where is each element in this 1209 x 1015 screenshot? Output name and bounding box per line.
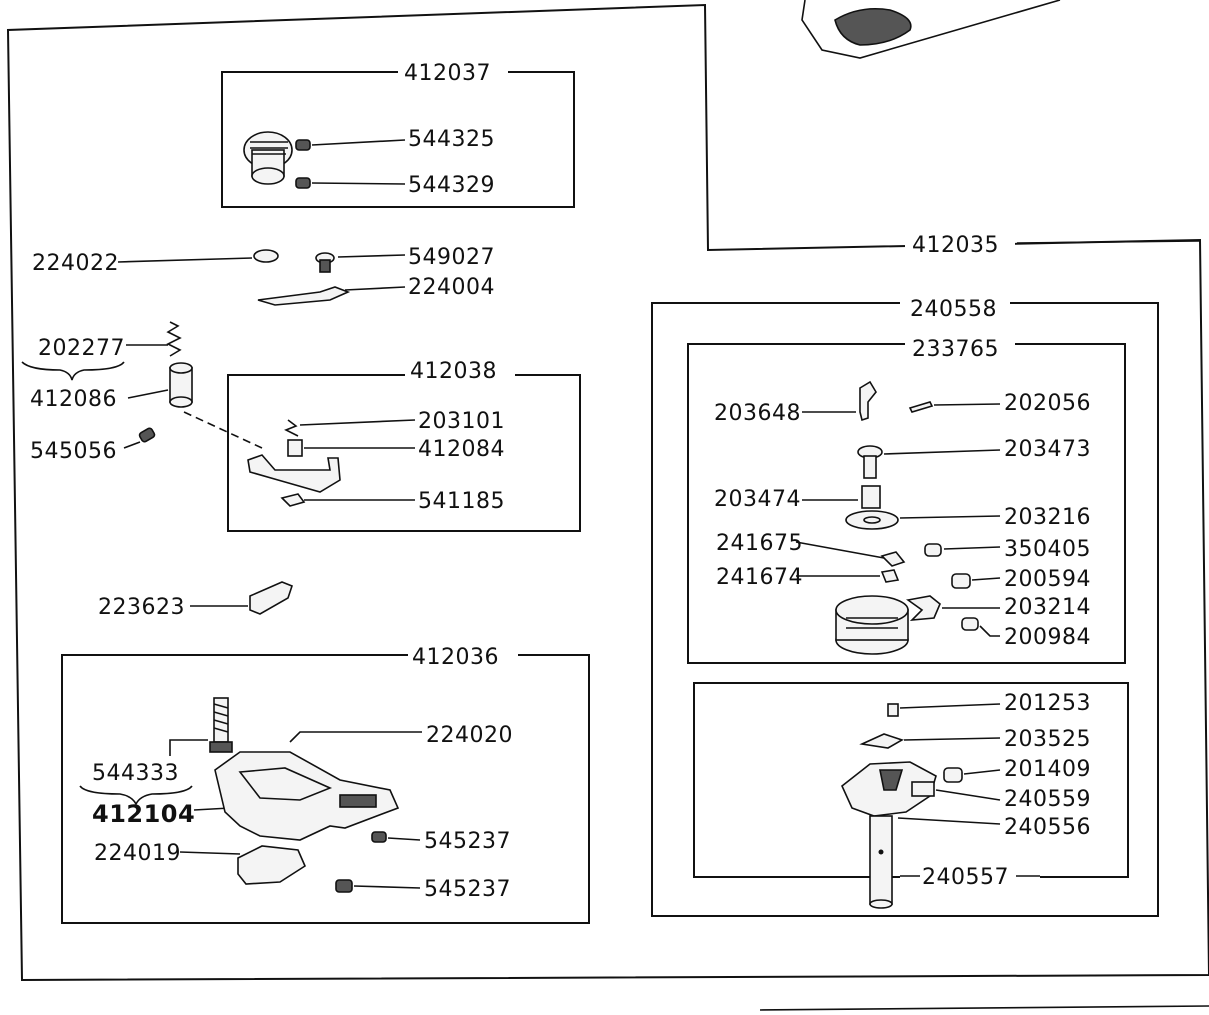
link-223623-icon bbox=[249, 581, 293, 615]
label-203214: 203214 bbox=[1004, 595, 1091, 620]
screw-203473-icon bbox=[857, 445, 883, 479]
label-203648: 203648 bbox=[714, 401, 801, 426]
hook-240556-icon bbox=[841, 761, 937, 817]
label-544329: 544329 bbox=[408, 173, 495, 198]
label-201253: 201253 bbox=[1004, 691, 1091, 716]
label-224019: 224019 bbox=[94, 841, 181, 866]
shaft-240557-icon bbox=[869, 815, 893, 909]
label-200984: 200984 bbox=[1004, 625, 1091, 650]
label-412084: 412084 bbox=[418, 437, 505, 462]
label-203473: 203473 bbox=[1004, 437, 1091, 462]
spring-241674-icon bbox=[880, 569, 900, 583]
label-240557: 240557 bbox=[922, 865, 1009, 890]
label-544333: 544333 bbox=[92, 761, 179, 786]
pin-202056-icon bbox=[908, 401, 934, 413]
label-202056: 202056 bbox=[1004, 391, 1091, 416]
label-203216: 203216 bbox=[1004, 505, 1091, 530]
label-224004: 224004 bbox=[408, 275, 495, 300]
screw-201409-icon bbox=[943, 767, 963, 783]
screw-544329-icon bbox=[295, 177, 311, 189]
screw-545237b-icon bbox=[335, 879, 353, 893]
label-412036: 412036 bbox=[412, 645, 499, 670]
label-412038: 412038 bbox=[410, 359, 497, 384]
screw-545237a-icon bbox=[371, 831, 387, 843]
label-241675: 241675 bbox=[716, 531, 803, 556]
washer-224022-icon bbox=[253, 249, 279, 263]
dashed-link bbox=[183, 411, 263, 449]
label-412104: 412104 bbox=[92, 800, 195, 828]
label-545056: 545056 bbox=[30, 439, 117, 464]
foot-224019-icon bbox=[237, 845, 307, 885]
label-412086: 412086 bbox=[30, 387, 117, 412]
spring-203101-icon bbox=[284, 419, 299, 437]
label-544325: 544325 bbox=[408, 127, 495, 152]
label-240559: 240559 bbox=[1004, 787, 1091, 812]
screw-200984-icon bbox=[961, 617, 979, 631]
box-412036 bbox=[61, 654, 590, 924]
label-545237-b: 545237 bbox=[424, 877, 511, 902]
label-412037: 412037 bbox=[404, 61, 491, 86]
outer-frame bbox=[6, 3, 1209, 982]
hook-203648-icon bbox=[859, 380, 877, 422]
base-412104-icon bbox=[214, 751, 400, 841]
lever-412038-icon bbox=[247, 454, 341, 493]
spring-203525-icon bbox=[859, 733, 904, 749]
label-203101: 203101 bbox=[418, 409, 505, 434]
spring-202277-icon bbox=[166, 321, 182, 357]
label-203474: 203474 bbox=[714, 487, 801, 512]
label-202277: 202277 bbox=[38, 336, 125, 361]
plate-224004-icon bbox=[257, 286, 351, 306]
label-203525: 203525 bbox=[1004, 727, 1091, 752]
label-201409: 201409 bbox=[1004, 757, 1091, 782]
bracket-544333 bbox=[79, 785, 193, 806]
washer-541185-icon bbox=[280, 493, 306, 507]
screw-545056-icon bbox=[138, 427, 156, 443]
screw-200594-icon bbox=[951, 573, 971, 589]
label-350405: 350405 bbox=[1004, 537, 1091, 562]
hook-body-233765-icon bbox=[835, 595, 909, 655]
screw-544325-icon bbox=[295, 139, 311, 151]
label-240556: 240556 bbox=[1004, 815, 1091, 840]
label-200594: 200594 bbox=[1004, 567, 1091, 592]
label-241674: 241674 bbox=[716, 565, 803, 590]
spring-241675-icon bbox=[880, 551, 906, 567]
corner-fragment-illustration bbox=[801, 0, 1061, 59]
bottom-rule bbox=[759, 1005, 1209, 1011]
washer-203216-icon bbox=[845, 510, 899, 530]
gear-part-icon bbox=[243, 131, 293, 185]
spring-203474-icon bbox=[861, 485, 881, 509]
bracket-202277 bbox=[21, 361, 125, 381]
label-240558: 240558 bbox=[910, 297, 997, 322]
label-541185: 541185 bbox=[418, 489, 505, 514]
screw-350405-icon bbox=[924, 543, 942, 557]
label-545237-a: 545237 bbox=[424, 829, 511, 854]
label-233765: 233765 bbox=[912, 337, 999, 362]
screw-201253-icon bbox=[887, 703, 899, 717]
label-224022: 224022 bbox=[32, 251, 119, 276]
label-224020: 224020 bbox=[426, 723, 513, 748]
box-412038 bbox=[227, 374, 581, 532]
bolt-544333-icon bbox=[209, 697, 233, 753]
sleeve-412086-icon bbox=[169, 362, 193, 408]
label-412035: 412035 bbox=[912, 233, 999, 258]
label-223623: 223623 bbox=[98, 595, 185, 620]
pin-412084-icon bbox=[287, 439, 303, 457]
screw-549027-icon bbox=[315, 252, 335, 273]
label-549027: 549027 bbox=[408, 245, 495, 270]
spring-203214-icon bbox=[905, 595, 941, 621]
